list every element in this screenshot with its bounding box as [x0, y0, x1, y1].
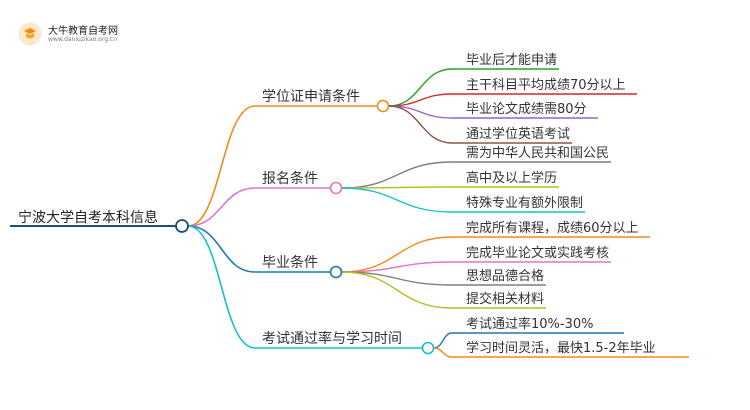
leaf-connector: [433, 347, 453, 358]
branch-label[interactable]: 学位证申请条件: [262, 88, 360, 105]
leaf-label[interactable]: 需为中华人民共和国公民: [466, 146, 609, 161]
leaf-label[interactable]: 主干科目平均成绩70分以上: [466, 78, 626, 93]
branch-node[interactable]: [376, 99, 390, 113]
branch-label[interactable]: 报名条件: [262, 170, 318, 187]
leaf-connector: [341, 236, 453, 273]
logo-url: www.daniuzikao.org.cn: [48, 36, 118, 43]
leaf-label[interactable]: 提交相关材料: [466, 291, 544, 307]
leaf-connector: [341, 187, 453, 213]
leaf-connector: [341, 271, 453, 309]
site-logo: 大牛教育自考网 www.daniuzikao.org.cn: [18, 20, 138, 50]
leaf-label[interactable]: 完成毕业论文或实践考核: [466, 246, 609, 261]
leaf-connector: [433, 332, 453, 349]
branch-connector: [187, 225, 256, 349]
branch-connector: [187, 187, 256, 227]
leaf-label[interactable]: 毕业后才能申请: [466, 53, 557, 68]
branch-connector: [187, 225, 256, 273]
branch-connector: [187, 105, 256, 227]
logo-icon: [18, 22, 42, 46]
branch-node[interactable]: [329, 181, 343, 195]
leaf-label[interactable]: 完成所有课程，成绩60分以上: [466, 221, 639, 236]
branch-node[interactable]: [421, 341, 435, 355]
leaf-connector: [341, 261, 453, 273]
logo-name: 大牛教育自考网: [48, 26, 118, 37]
leaf-label[interactable]: 毕业论文成绩需80分: [466, 102, 587, 117]
leaf-connector: [341, 161, 453, 189]
root-topic-label: 宁波大学自考本科信息: [18, 209, 158, 226]
leaf-connector: [341, 186, 453, 189]
leaf-label[interactable]: 考试通过率10%-30%: [466, 316, 593, 332]
branch-label[interactable]: 考试通过率与学习时间: [262, 330, 402, 347]
root-node[interactable]: [175, 219, 189, 233]
leaf-label[interactable]: 高中及以上学历: [466, 170, 557, 186]
leaf-connector: [341, 271, 453, 286]
leaf-label[interactable]: 学习时间灵活，最快1.5-2年毕业: [466, 340, 656, 356]
leaf-label[interactable]: 特殊专业有额外限制: [466, 196, 583, 211]
leaf-label[interactable]: 思想品德合格: [466, 268, 544, 284]
leaf-connector: [388, 105, 453, 144]
branch-label[interactable]: 毕业条件: [262, 254, 318, 271]
leaf-label[interactable]: 通过学位英语考试: [466, 126, 570, 142]
branch-node[interactable]: [329, 265, 343, 279]
